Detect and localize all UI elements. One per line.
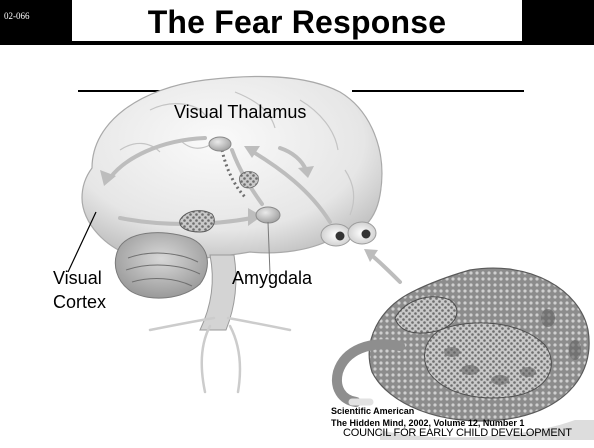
visual-cortex-label-line2: Cortex — [53, 292, 106, 313]
left-pupil — [336, 232, 345, 241]
thalamus-snake-image — [239, 172, 258, 189]
footer-organization: COUNCIL FOR EARLY CHILD DEVELOPMENT — [343, 427, 572, 439]
snake-to-eye-arrow — [370, 254, 400, 282]
amygdala-node — [256, 207, 280, 223]
visual-thalamus-node — [209, 137, 231, 151]
amygdala-label: Amygdala — [232, 268, 312, 289]
source-publication: Scientific American — [331, 406, 414, 416]
right-pupil — [362, 230, 371, 239]
slide-title: The Fear Response — [0, 4, 594, 41]
visual-cortex-leader — [68, 212, 96, 272]
visual-thalamus-label: Visual Thalamus — [174, 102, 306, 123]
visual-cortex-label-line1: Visual — [53, 268, 102, 289]
